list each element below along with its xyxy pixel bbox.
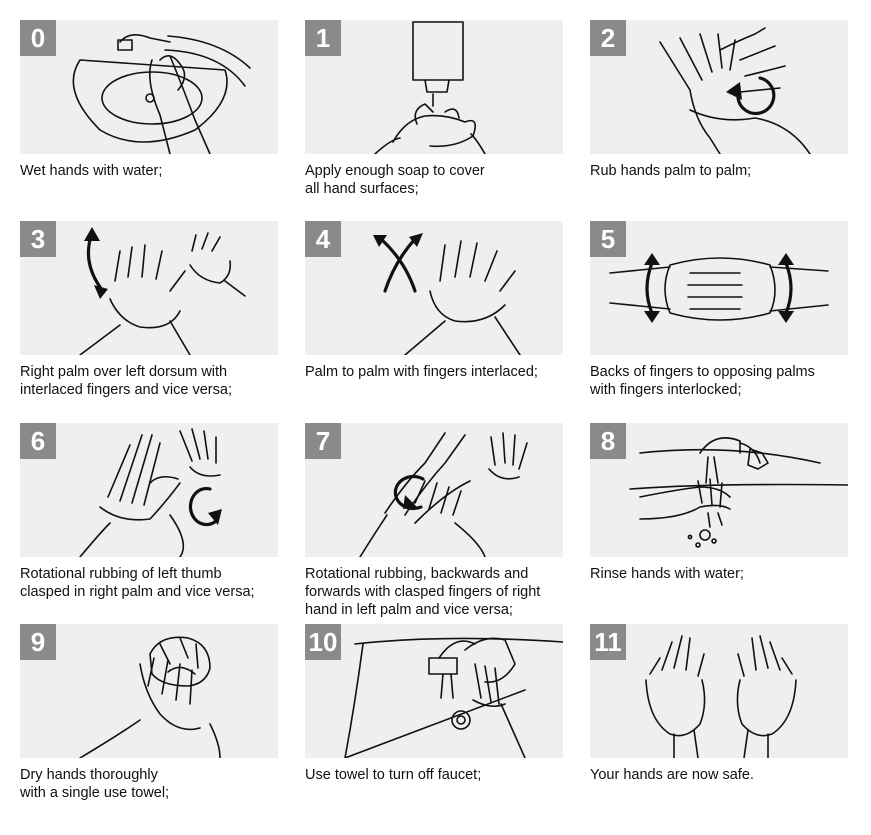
step-number-badge: 1	[305, 20, 341, 56]
step-number-badge: 10	[305, 624, 341, 660]
step-number-badge: 8	[590, 423, 626, 459]
step-caption: Rub hands palm to palm;	[590, 163, 752, 179]
step-caption: Apply enough soap to cover all hand surf…	[305, 163, 485, 197]
step-9-panel: 9	[20, 624, 278, 758]
palm-over-dorsum-illustration	[79, 227, 246, 355]
step-3: 3 Right palm over left dorsum with inter…	[20, 221, 278, 399]
step-0: 0 Wet hands with water;	[20, 20, 278, 180]
step-8-panel: 8	[590, 423, 848, 557]
step-number-badge: 2	[590, 20, 626, 56]
step-1-panel: 1	[305, 20, 563, 154]
backs-of-fingers-illustration	[609, 253, 829, 323]
step-number-badge: 0	[20, 20, 56, 56]
towel-dry-illustration	[79, 636, 221, 758]
step-8: 8 Rinse hands with water;	[590, 423, 848, 583]
step-number-badge: 9	[20, 624, 56, 660]
step-7: 7 Rotational rubbing, backwards and forw…	[305, 423, 563, 619]
step-caption: Rinse hands with water;	[590, 566, 744, 582]
step-number-badge: 6	[20, 423, 56, 459]
step-11: 11 Your hands are now safe.	[590, 624, 848, 784]
step-number-badge: 4	[305, 221, 341, 257]
step-11-panel: 11	[590, 624, 848, 758]
step-caption: Dry hands thoroughly with a single use t…	[20, 767, 170, 801]
step-caption: Right palm over left dorsum with interla…	[20, 364, 232, 398]
step-10-panel: 10	[305, 624, 563, 758]
step-number-badge: 3	[20, 221, 56, 257]
step-caption: Your hands are now safe.	[590, 767, 754, 783]
step-6: 6 Rotational rubbing of left thumb clasp…	[20, 423, 278, 601]
step-caption: Rotational rubbing, backwards and forwar…	[305, 566, 541, 618]
fingers-interlaced-illustration	[373, 233, 521, 355]
step-5-panel: 5	[590, 221, 848, 355]
step-7-panel: 7	[305, 423, 563, 557]
step-10: 10 Use towel to turn off faucet;	[305, 624, 563, 784]
fingertips-rotation-illustration	[359, 432, 528, 557]
palm-to-palm-rub-illustration	[659, 27, 811, 154]
step-5: 5 Backs of fingers to opposing palms wit…	[590, 221, 848, 399]
step-1: 1 Apply enough soap to cover all hand su…	[305, 20, 563, 198]
step-4: 4 Palm to palm with fingers interlaced;	[305, 221, 563, 381]
step-number-badge: 11	[590, 624, 626, 660]
step-number-badge: 7	[305, 423, 341, 459]
step-caption: Use towel to turn off faucet;	[305, 767, 482, 783]
step-2-panel: 2	[590, 20, 848, 154]
towel-faucet-illustration	[344, 637, 563, 758]
faucet-wet-hands-illustration	[72, 34, 251, 154]
step-0-panel: 0	[20, 20, 278, 154]
clean-hands-illustration	[645, 635, 797, 758]
step-9: 9 Dry hands thoroughly with a single use…	[20, 624, 278, 802]
step-caption: Palm to palm with fingers interlaced;	[305, 364, 538, 380]
step-number-badge: 5	[590, 221, 626, 257]
thumb-rotation-illustration	[79, 428, 222, 557]
rinse-hands-illustration	[629, 437, 848, 548]
step-2: 2 Rub hands palm to palm;	[590, 20, 848, 180]
step-caption: Backs of fingers to opposing palms with …	[590, 364, 815, 398]
step-caption: Wet hands with water;	[20, 163, 163, 179]
step-3-panel: 3	[20, 221, 278, 355]
step-caption: Rotational rubbing of left thumb clasped…	[20, 566, 255, 600]
step-6-panel: 6	[20, 423, 278, 557]
step-4-panel: 4	[305, 221, 563, 355]
soap-dispenser-illustration	[374, 21, 486, 154]
